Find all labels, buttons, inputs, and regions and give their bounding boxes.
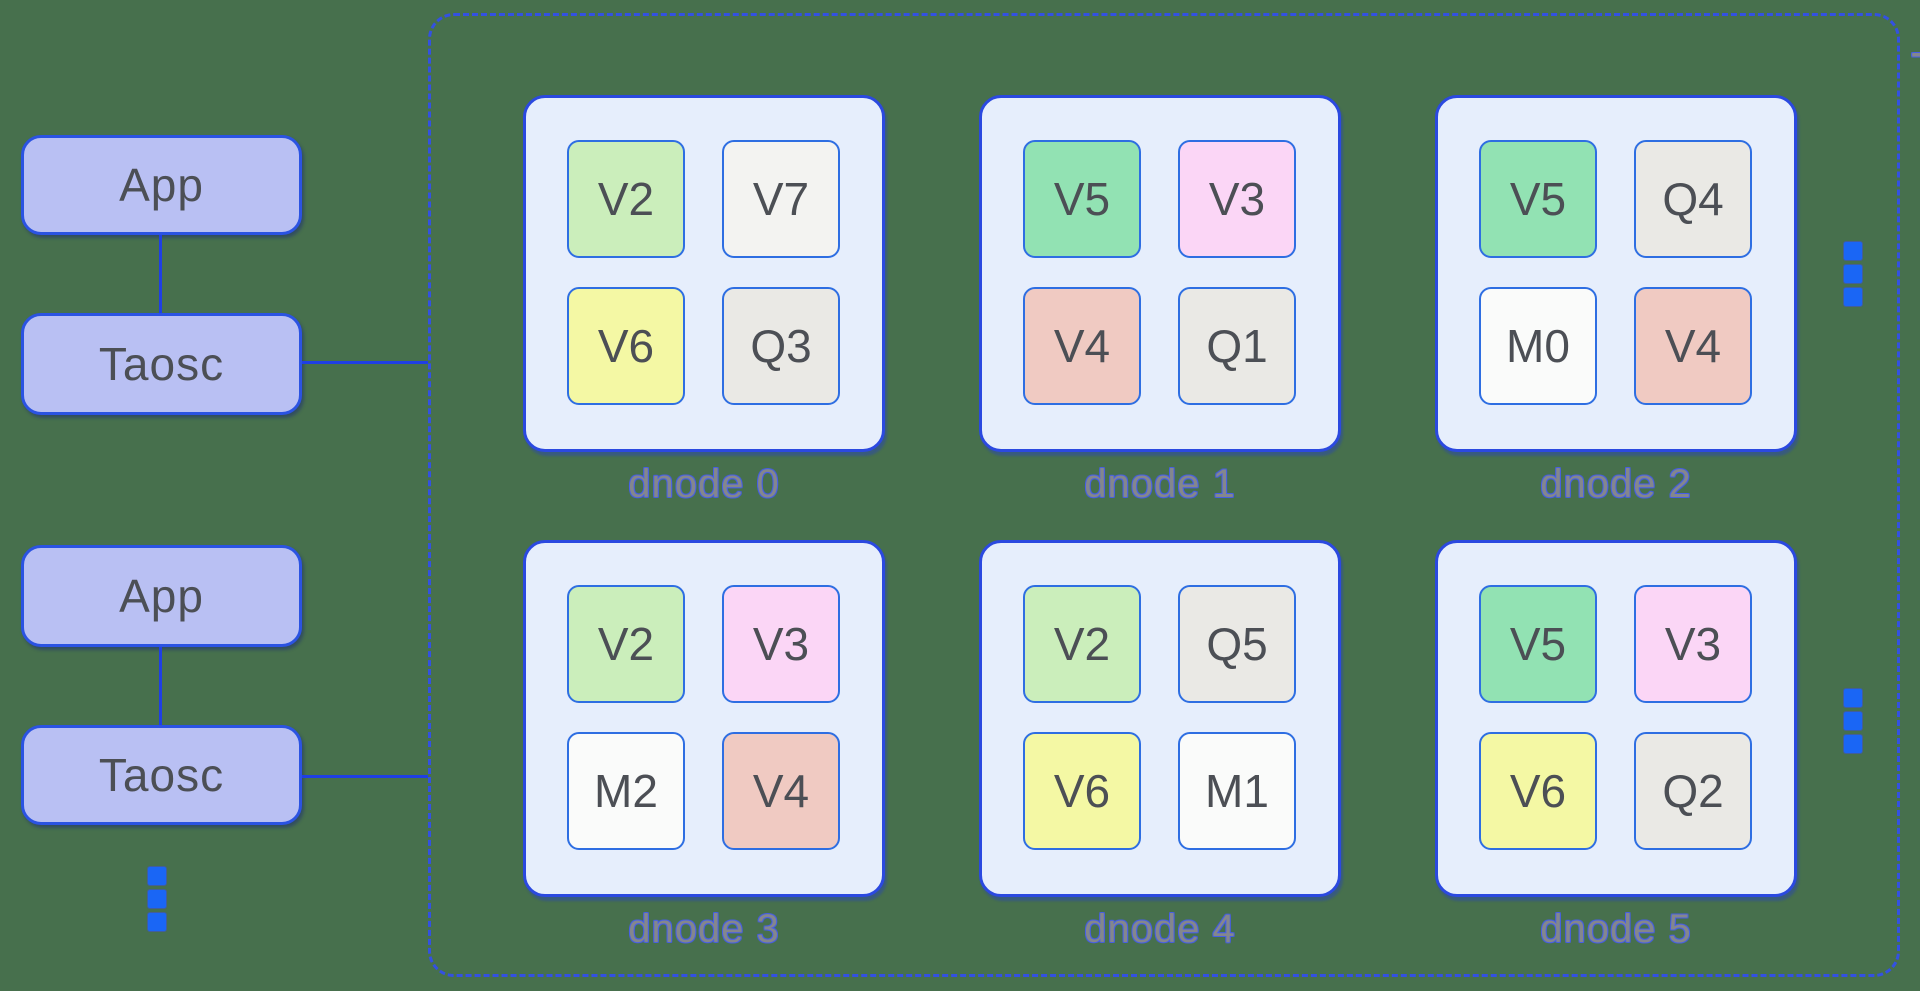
dnode-label: dnode 4 [1084, 907, 1236, 951]
vgroup-cell-v6: V6 [1023, 732, 1141, 850]
vgroup-cell-q1: Q1 [1178, 287, 1296, 405]
more-dnodes-ellipsis-icon [1844, 689, 1862, 707]
vgroup-cell-v3: V3 [722, 585, 840, 703]
vgroup-cell-m2: M2 [567, 732, 685, 850]
tdengine-cluster-boundary: TDengine Cluster [428, 13, 1920, 977]
more-apps-ellipsis-icon [148, 890, 166, 908]
vgroup-cell-v3: V3 [1178, 140, 1296, 258]
vgroup-cell-v4: V4 [1634, 287, 1752, 405]
dnode-label: dnode 0 [628, 462, 780, 506]
dnode-label: dnode 3 [628, 907, 780, 951]
vgroup-cell-v3: V3 [1634, 585, 1752, 703]
more-dnodes-ellipsis-icon [1844, 712, 1862, 730]
cluster-title: TDengine Cluster [1831, 42, 1920, 96]
vgroup-cell-q5: Q5 [1178, 585, 1296, 703]
more-dnodes-ellipsis-icon [1844, 242, 1862, 260]
more-dnodes-ellipsis-icon [1844, 288, 1862, 306]
vgroup-cell-v6: V6 [1479, 732, 1597, 850]
vgroup-cell-v6: V6 [567, 287, 685, 405]
taosc-node-2: Taosc [21, 725, 302, 825]
vgroup-cell-q2: Q2 [1634, 732, 1752, 850]
vgroup-cell-v2: V2 [567, 140, 685, 258]
vgroup-cell-v5: V5 [1479, 140, 1597, 258]
app-node-2: App [21, 545, 302, 647]
vgroup-cell-v4: V4 [722, 732, 840, 850]
vgroup-cell-m0: M0 [1479, 287, 1597, 405]
vgroup-cell-v5: V5 [1479, 585, 1597, 703]
more-dnodes-ellipsis-icon [1844, 265, 1862, 283]
vgroup-cell-q3: Q3 [722, 287, 840, 405]
taosc-cluster-connector-1 [302, 361, 428, 364]
vgroup-cell-m1: M1 [1178, 732, 1296, 850]
app-node-1: App [21, 135, 302, 235]
vgroup-cell-v2: V2 [567, 585, 685, 703]
vgroup-cell-v5: V5 [1023, 140, 1141, 258]
vgroup-cell-q4: Q4 [1634, 140, 1752, 258]
more-apps-ellipsis-icon [148, 867, 166, 885]
vgroup-cell-v7: V7 [722, 140, 840, 258]
dnode-label: dnode 1 [1084, 462, 1236, 506]
vgroup-cell-v4: V4 [1023, 287, 1141, 405]
app-taosc-connector-2 [159, 647, 162, 725]
taosc-node-1: Taosc [21, 313, 302, 415]
taosc-cluster-connector-2 [302, 775, 428, 778]
more-apps-ellipsis-icon [148, 913, 166, 931]
more-dnodes-ellipsis-icon [1844, 735, 1862, 753]
app-taosc-connector-1 [159, 235, 162, 313]
dnode-label: dnode 2 [1540, 462, 1692, 506]
vgroup-cell-v2: V2 [1023, 585, 1141, 703]
dnode-label: dnode 5 [1540, 907, 1692, 951]
